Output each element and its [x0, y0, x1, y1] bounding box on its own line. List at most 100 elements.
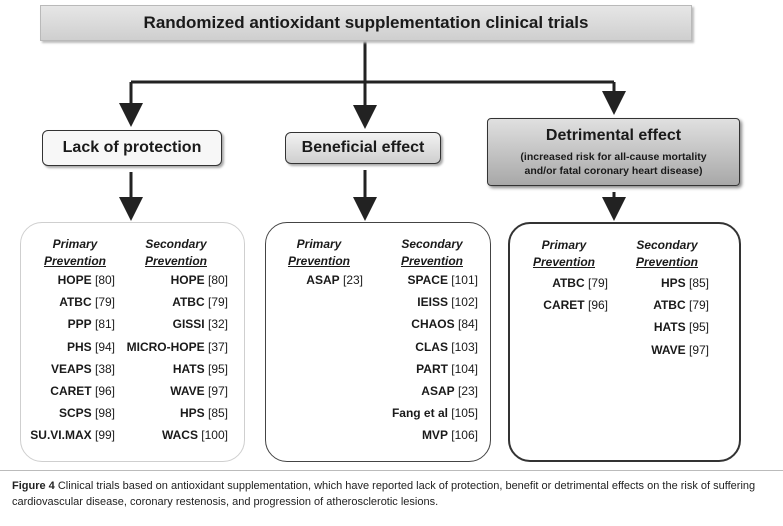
trial-name: WAVE	[170, 384, 205, 398]
trial-reference: [95]	[688, 320, 709, 335]
trial-entry: ATBC [79]	[653, 298, 709, 312]
trial-entry: MVP [106]	[422, 428, 478, 442]
heading-prevention-word: Prevention	[144, 254, 207, 268]
trial-name: WACS	[161, 428, 198, 443]
heading-prevention-word: Prevention	[43, 254, 106, 268]
trial-reference: [23]	[457, 384, 478, 398]
trial-entry: HATS [95]	[173, 362, 228, 376]
trial-entry: HATS [95]	[654, 320, 709, 334]
trial-name: ASAP	[306, 273, 340, 287]
trial-entry: ATBC [79]	[172, 295, 228, 309]
figure-caption: Figure 4 Clinical trials based on antiox…	[12, 478, 772, 510]
trial-reference: [80]	[207, 273, 228, 287]
trial-entry: MICRO-HOPE [37]	[127, 340, 228, 354]
trial-reference: [99]	[94, 428, 115, 443]
trial-name: HOPE	[170, 273, 205, 287]
trial-entry: ATBC [79]	[552, 276, 608, 290]
trial-name: WAVE	[651, 342, 686, 357]
heading-primary-word: Primary	[52, 237, 98, 251]
trial-entry: SU.VI.MAX [99]	[30, 428, 115, 442]
trial-name: ATBC	[552, 276, 585, 290]
trial-entry: PPP [81]	[68, 317, 115, 331]
trial-entry: GISSI [32]	[173, 317, 228, 331]
trial-reference: [38]	[94, 361, 115, 376]
trial-name: HOPE	[57, 273, 92, 287]
trial-name: HATS	[653, 320, 686, 335]
trial-name: MVP	[421, 428, 448, 443]
trial-reference: [81]	[94, 317, 115, 332]
trial-entry: SPACE [101]	[408, 273, 479, 287]
beneficial-effect-panel	[265, 222, 491, 462]
trial-reference: [84]	[457, 317, 478, 332]
heading-secondary-word: Secondary	[145, 237, 207, 251]
trial-reference: [94]	[94, 339, 115, 354]
detrimental-effect-note: (increased risk for all-cause mortality …	[520, 150, 706, 178]
trial-name: PPP	[67, 317, 92, 332]
trial-reference: [95]	[207, 361, 228, 376]
trial-reference: [98]	[94, 406, 115, 421]
trial-name: PHS	[66, 339, 92, 354]
heading-prevention-word: Prevention	[532, 255, 595, 269]
trial-reference: [103]	[451, 339, 478, 354]
trial-name: PART	[416, 361, 448, 376]
heading-primary-word: Primary	[541, 238, 587, 252]
diagram-title: Randomized antioxidant supplementation c…	[40, 5, 692, 41]
trial-reference: [23]	[342, 273, 363, 287]
heading-prevention-word: Prevention	[400, 254, 463, 268]
detrimental-note-line-2: and/or fatal coronary heart disease)	[524, 164, 703, 177]
trial-reference: [37]	[207, 339, 228, 354]
trial-entry: CLAS [103]	[415, 340, 478, 354]
trial-reference: [100]	[201, 428, 228, 443]
trial-reference: [105]	[451, 406, 478, 421]
heading-primary-word: Primary	[296, 237, 342, 251]
trial-entry: HPS [85]	[180, 406, 228, 420]
trial-entry: Fang et al [105]	[392, 406, 478, 420]
trial-reference: [79]	[688, 298, 709, 313]
detrimental-note-line-1: (increased risk for all-cause mortality	[520, 150, 707, 163]
trial-entry: CHAOS [84]	[411, 317, 478, 331]
trial-name: GISSI	[172, 317, 205, 332]
trial-reference: [96]	[94, 384, 115, 398]
trial-name: HPS	[179, 406, 205, 421]
trial-name: VEAPS	[50, 361, 92, 376]
trial-reference: [101]	[451, 273, 478, 287]
trial-name: CHAOS	[411, 317, 455, 332]
trial-entry: SCPS [98]	[59, 406, 115, 420]
heading-secondary-word: Secondary	[636, 238, 698, 252]
trial-entry: PHS [94]	[67, 340, 115, 354]
trial-entry: CARET [96]	[543, 298, 608, 312]
lack-of-protection-box: Lack of protection	[42, 130, 222, 166]
trial-name: CLAS	[415, 339, 448, 354]
trial-reference: [85]	[207, 406, 228, 421]
trial-name: IEISS	[417, 295, 448, 310]
trial-name: Fang et al	[391, 406, 448, 421]
heading-prevention-word: Prevention	[635, 255, 698, 269]
trial-name: ATBC	[59, 295, 92, 310]
trial-name: SU.VI.MAX	[30, 428, 92, 443]
trial-reference: [80]	[94, 273, 115, 287]
figure-caption-text: Clinical trials based on antioxidant sup…	[12, 480, 756, 508]
trial-name: SCPS	[58, 406, 92, 421]
trial-reference: [79]	[207, 295, 228, 310]
detrimental-effect-panel	[508, 222, 741, 462]
heading-secondary-word: Secondary	[401, 237, 463, 251]
trial-reference: [102]	[451, 295, 478, 310]
trial-reference: [97]	[207, 384, 228, 398]
trial-name: SPACE	[407, 273, 448, 287]
flow-connectors	[119, 40, 626, 221]
trial-reference: [106]	[451, 428, 478, 443]
trial-reference: [79]	[94, 295, 115, 310]
caption-divider	[0, 470, 783, 471]
lack-of-protection-panel	[20, 222, 245, 462]
trial-reference: [32]	[207, 317, 228, 332]
beneficial-effect-box: Beneficial effect	[285, 132, 441, 164]
trial-reference: [79]	[587, 276, 608, 290]
trial-entry: ASAP [23]	[421, 384, 478, 398]
trial-entry: VEAPS [38]	[51, 362, 115, 376]
trial-entry: PART [104]	[416, 362, 478, 376]
trial-entry: WACS [100]	[162, 428, 228, 442]
